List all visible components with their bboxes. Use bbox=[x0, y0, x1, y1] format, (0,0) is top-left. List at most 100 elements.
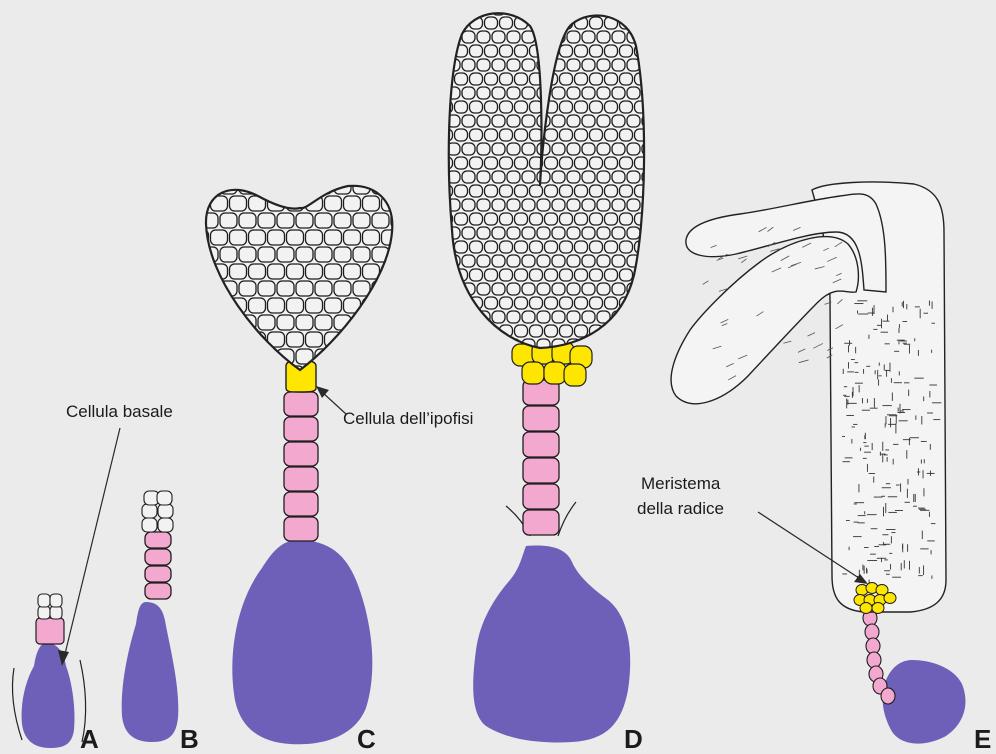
embryo-cell bbox=[620, 73, 633, 85]
embryo-cell bbox=[492, 143, 505, 155]
embryo-cell bbox=[567, 31, 580, 43]
stage-label-a: A bbox=[80, 724, 99, 754]
embryo-cell bbox=[477, 199, 490, 211]
basal-cell bbox=[883, 660, 966, 744]
embryo-cell bbox=[612, 171, 625, 183]
embryo-cell bbox=[477, 171, 490, 183]
embryo-cell bbox=[492, 255, 505, 267]
embryo-cell bbox=[635, 241, 648, 253]
embryo-cell bbox=[620, 157, 633, 169]
embryo-cell bbox=[455, 73, 468, 85]
embryo-cell bbox=[560, 325, 573, 337]
embryo-cell bbox=[612, 3, 625, 15]
embryo-cell bbox=[650, 101, 663, 113]
embryo-cell bbox=[230, 264, 247, 279]
embryo-cell bbox=[462, 143, 475, 155]
embryo-cell bbox=[575, 241, 588, 253]
embryo-cell bbox=[440, 325, 453, 337]
embryo-cell bbox=[567, 283, 580, 295]
embryo-proper-cell bbox=[38, 594, 50, 607]
torpedo-stage-embryo-proper bbox=[440, 0, 663, 360]
suspensor-cell bbox=[145, 566, 171, 582]
embryo-cell bbox=[440, 157, 453, 169]
embryo-cell bbox=[507, 283, 520, 295]
heart-stage-embryo-proper bbox=[192, 179, 418, 381]
embryo-cell bbox=[363, 366, 380, 381]
embryo-cell bbox=[258, 213, 275, 228]
texture-mark bbox=[741, 259, 746, 263]
embryo-cell bbox=[567, 3, 580, 15]
embryo-cell bbox=[455, 325, 468, 337]
embryo-cell bbox=[537, 227, 550, 239]
embryo-cell bbox=[650, 157, 663, 169]
embryo-cell bbox=[492, 199, 505, 211]
embryo-cell bbox=[211, 230, 228, 245]
suspensor-cell bbox=[284, 417, 318, 441]
embryo-cell bbox=[363, 230, 380, 245]
embryo-cell bbox=[522, 115, 535, 127]
embryo-cell bbox=[545, 325, 558, 337]
embryo-cell bbox=[492, 59, 505, 71]
embryo-cell bbox=[597, 31, 610, 43]
embryo-cell bbox=[239, 247, 256, 262]
embryo-cell bbox=[522, 227, 535, 239]
embryo-cell bbox=[650, 45, 663, 57]
suspensor-cell bbox=[523, 510, 559, 535]
embryo-cell bbox=[650, 297, 663, 309]
embryo-cell bbox=[642, 283, 655, 295]
embryo-cell bbox=[575, 157, 588, 169]
embryo-cell bbox=[258, 281, 275, 296]
embryo-cell bbox=[500, 73, 513, 85]
embryo-cell bbox=[575, 297, 588, 309]
embryo-cell bbox=[537, 31, 550, 43]
embryo-cell bbox=[650, 241, 663, 253]
embryo-cell bbox=[470, 241, 483, 253]
embryo-cell bbox=[575, 325, 588, 337]
embryo-cell bbox=[567, 255, 580, 267]
embryo-cell bbox=[582, 143, 595, 155]
embryo-cell bbox=[201, 179, 218, 194]
embryo-cell bbox=[492, 171, 505, 183]
embryo-cell bbox=[642, 59, 655, 71]
embryo-cell bbox=[268, 230, 285, 245]
embryo-cell bbox=[590, 101, 603, 113]
embryo-cell bbox=[220, 247, 237, 262]
embryo-cell bbox=[590, 129, 603, 141]
embryo-cell bbox=[477, 115, 490, 127]
embryo-cell bbox=[597, 59, 610, 71]
hypophysis-cell bbox=[544, 362, 566, 384]
embryo-proper-cell bbox=[142, 504, 157, 518]
suspensor-cell bbox=[284, 442, 318, 466]
embryo-cell bbox=[552, 311, 565, 323]
embryo-cell bbox=[470, 185, 483, 197]
embryo-cell bbox=[470, 73, 483, 85]
embryo-cell bbox=[382, 298, 399, 313]
embryo-cell bbox=[537, 255, 550, 267]
suspensor-cell bbox=[523, 406, 559, 431]
embryo-cell bbox=[492, 283, 505, 295]
embryo-cell bbox=[552, 115, 565, 127]
embryo-cell bbox=[462, 115, 475, 127]
embryo-cell bbox=[582, 31, 595, 43]
embryo-cell bbox=[192, 332, 209, 347]
suspensor-cell bbox=[523, 432, 559, 457]
embryo-cell bbox=[597, 255, 610, 267]
embryo-cell bbox=[455, 297, 468, 309]
embryo-cell bbox=[192, 298, 209, 313]
embryo-cell bbox=[287, 298, 304, 313]
embryo-cell bbox=[230, 332, 247, 347]
embryo-cell bbox=[537, 3, 550, 15]
embryo-cell bbox=[620, 45, 633, 57]
texture-mark bbox=[738, 256, 747, 259]
embryo-cell bbox=[597, 115, 610, 127]
embryo-proper-cell bbox=[50, 606, 62, 619]
suspensor-cell bbox=[867, 652, 881, 668]
embryo-cell bbox=[582, 311, 595, 323]
embryo-cell bbox=[470, 129, 483, 141]
embryo-cell bbox=[552, 227, 565, 239]
embryo-cell bbox=[537, 115, 550, 127]
suspensor-cell bbox=[523, 458, 559, 483]
embryo-cell bbox=[567, 87, 580, 99]
embryo-cell bbox=[635, 101, 648, 113]
suspensor-cell bbox=[284, 467, 318, 491]
